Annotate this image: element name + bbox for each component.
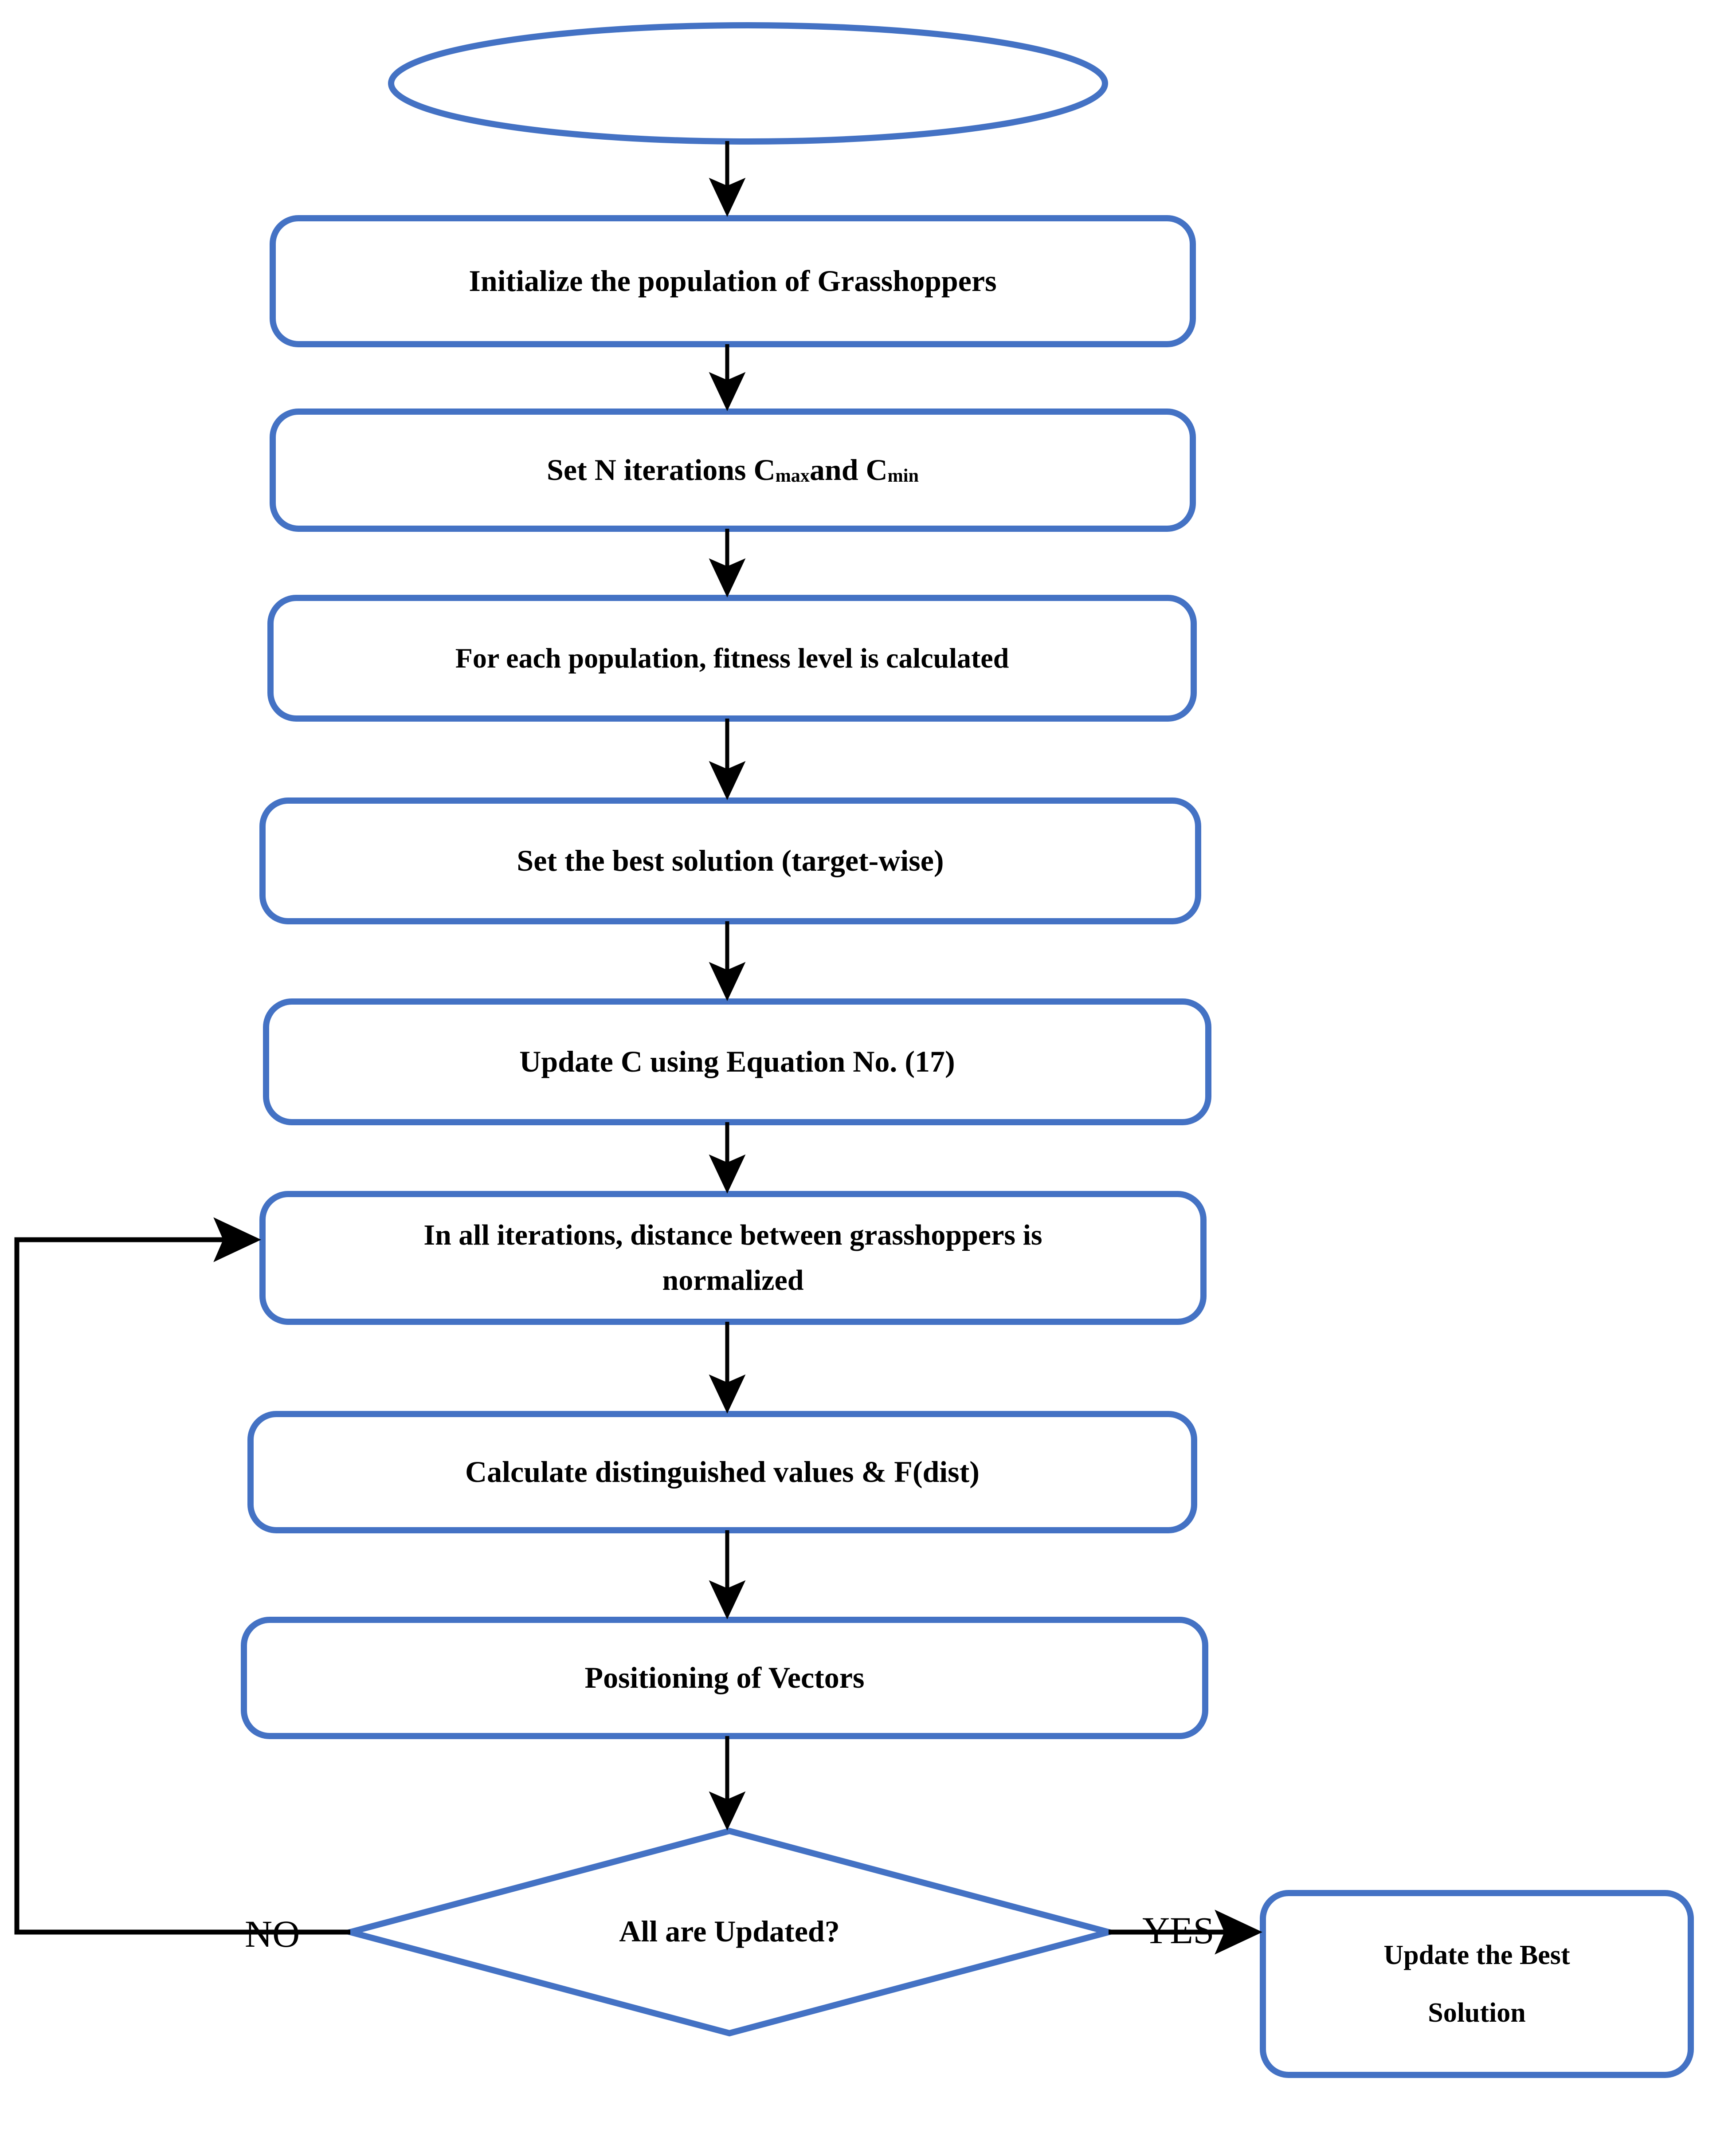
node-calculate-values-box[interactable]	[247, 1411, 1197, 1533]
node-update-best-solution-box[interactable]	[1260, 1890, 1694, 2078]
node-positioning-vectors-box[interactable]	[241, 1617, 1208, 1739]
node-set-iterations-box[interactable]	[270, 409, 1196, 532]
node-all-updated-diamond[interactable]	[338, 1827, 1121, 2037]
node-init-population-box[interactable]	[270, 215, 1196, 347]
node-start-ellipse[interactable]	[388, 22, 1108, 145]
edge-label-yes: YES	[1142, 1909, 1215, 1952]
node-best-solution-box[interactable]	[259, 797, 1201, 924]
node-update-c-box[interactable]	[263, 998, 1211, 1125]
node-normalize-distance-box[interactable]	[259, 1191, 1207, 1325]
connector-decision-no-feedback	[14, 1217, 350, 1935]
edge-label-no: NO	[245, 1913, 300, 1955]
node-fitness-level-box[interactable]	[267, 595, 1197, 722]
